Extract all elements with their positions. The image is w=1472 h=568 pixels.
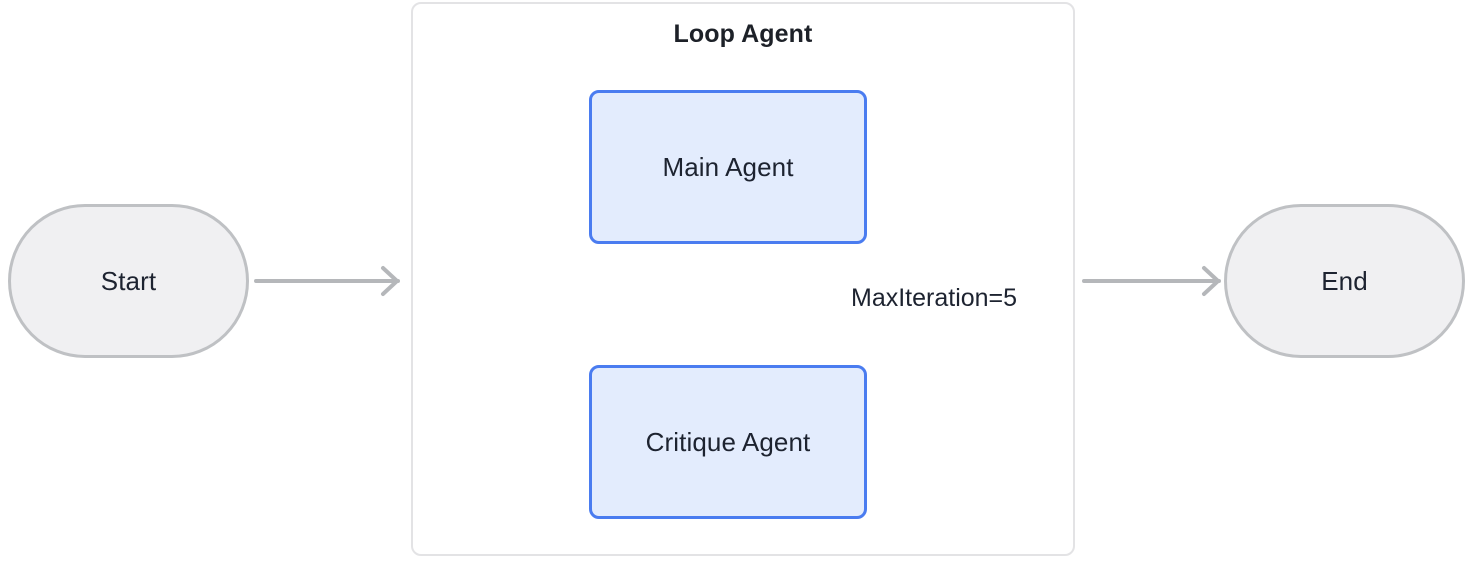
edge-loop-to-end — [1082, 266, 1221, 296]
node-critique-agent[interactable]: Critique Agent — [589, 365, 867, 519]
edge-start-to-loop — [254, 266, 400, 296]
node-start[interactable]: Start — [8, 204, 249, 358]
edge-label-max-iteration: MaxIteration=5 — [845, 282, 1024, 315]
node-end-label: End — [1321, 266, 1368, 296]
node-end[interactable]: End — [1224, 204, 1465, 358]
loop-agent-group-title: Loop Agent — [673, 20, 813, 48]
node-main-agent-label: Main Agent — [662, 152, 794, 182]
node-start-label: Start — [100, 266, 157, 296]
node-main-agent[interactable]: Main Agent — [589, 90, 867, 244]
node-critique-agent-label: Critique Agent — [645, 427, 811, 457]
